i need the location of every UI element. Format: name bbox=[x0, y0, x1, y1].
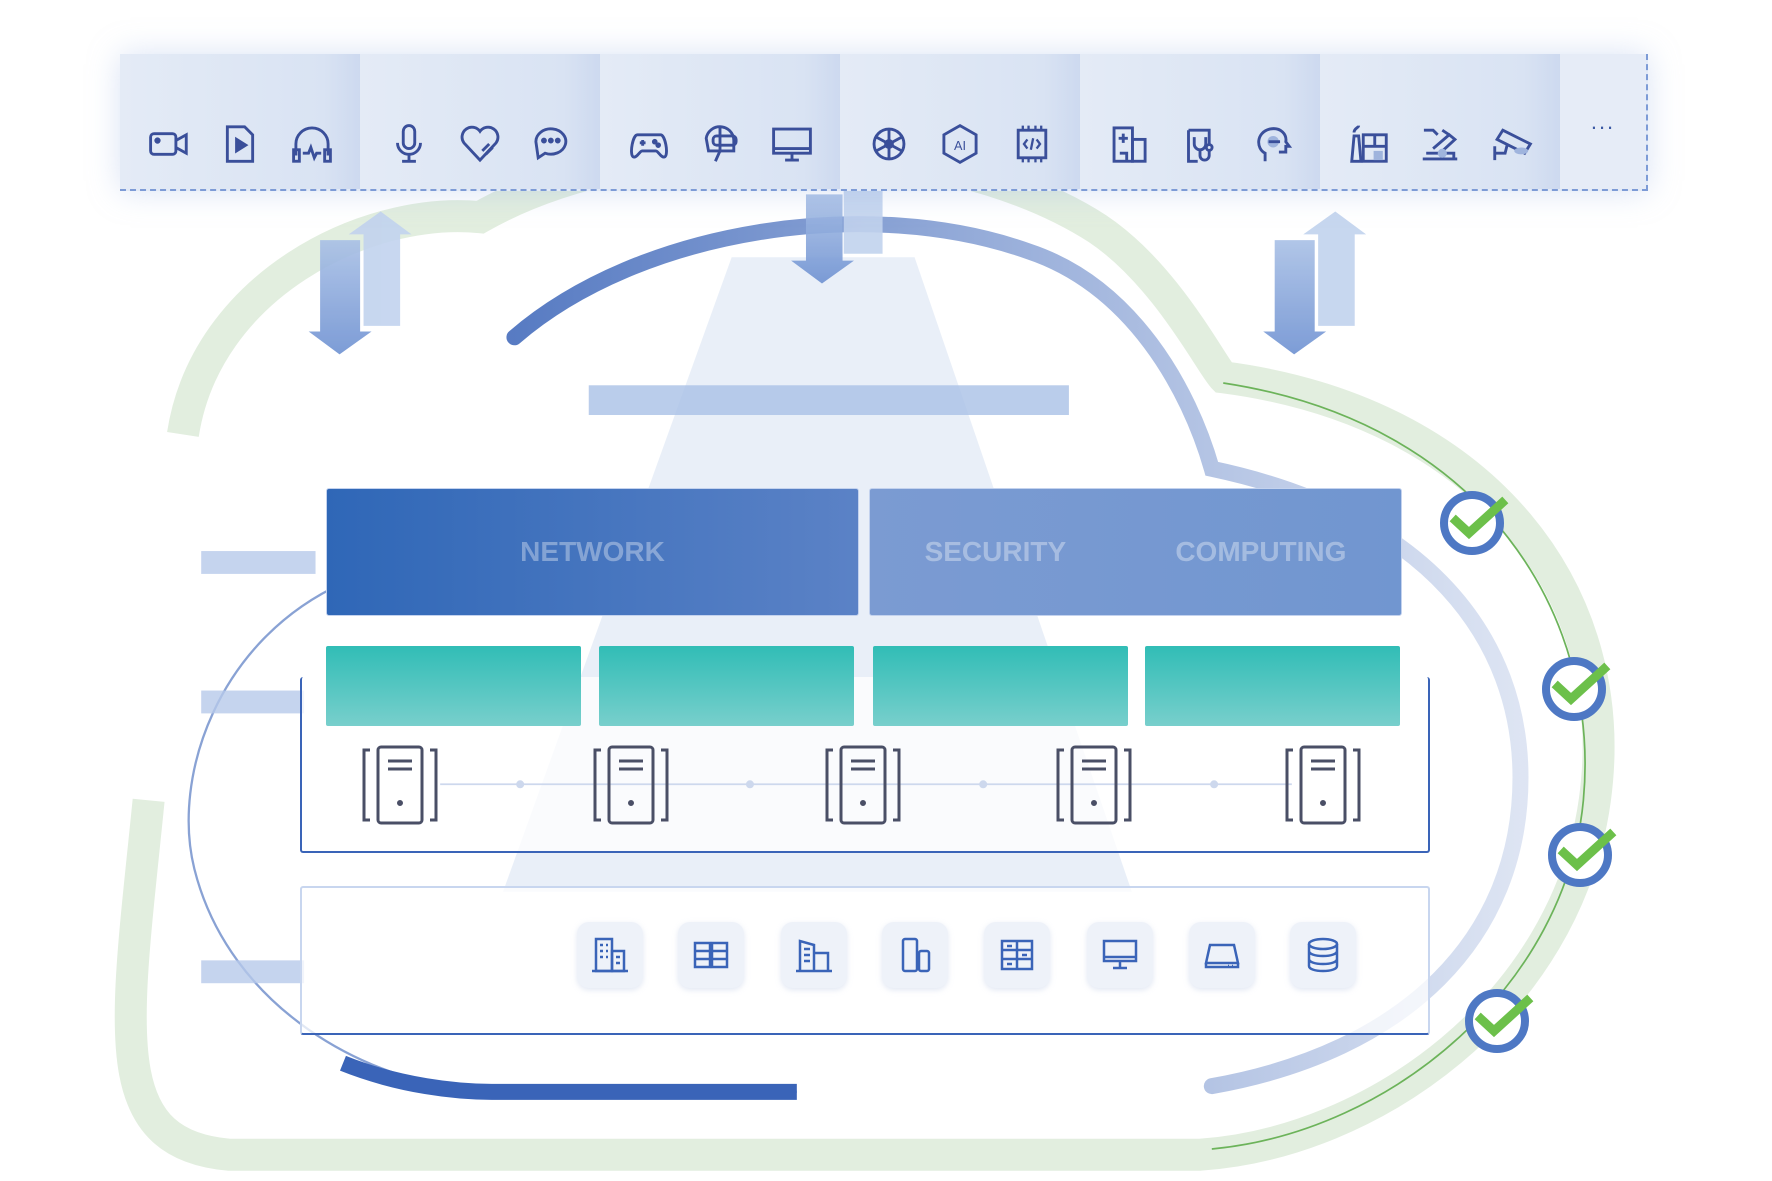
storage-array-icon bbox=[1000, 939, 1034, 971]
toolbar-group-ai: AI bbox=[840, 54, 1080, 189]
arrow-left bbox=[308, 211, 412, 355]
video-file-icon[interactable] bbox=[217, 121, 263, 167]
device-tile bbox=[577, 922, 643, 988]
server-icon bbox=[593, 745, 669, 825]
toolbar-group-healthcare bbox=[1080, 54, 1320, 189]
svg-text:AI: AI bbox=[954, 139, 966, 153]
teal-block-1 bbox=[326, 646, 581, 726]
security-label: SECURITY bbox=[924, 536, 1067, 567]
checkmark-icon bbox=[1548, 823, 1617, 887]
chat-bubbles-icon[interactable] bbox=[529, 121, 575, 167]
vr-headset-icon[interactable] bbox=[697, 121, 743, 167]
office-building-icon bbox=[796, 939, 832, 973]
desktop-icon bbox=[1102, 939, 1138, 970]
teal-block-3 bbox=[873, 646, 1128, 726]
hospital-icon[interactable] bbox=[1106, 121, 1152, 167]
server-rack-icon bbox=[693, 941, 729, 969]
more-label: ... bbox=[1590, 108, 1616, 134]
robot-arm-icon[interactable] bbox=[1417, 121, 1463, 167]
network-layer: NETWORK bbox=[326, 488, 859, 616]
device-tile bbox=[1189, 922, 1255, 988]
surveillance-camera-icon[interactable] bbox=[1489, 121, 1535, 167]
device-tile bbox=[781, 922, 847, 988]
heart-handshake-icon[interactable] bbox=[457, 121, 503, 167]
green-ring-line bbox=[1211, 382, 1586, 1150]
brain-chip-icon[interactable] bbox=[866, 121, 912, 167]
application-toolbar: AI ... bbox=[120, 54, 1648, 191]
server-icon bbox=[825, 745, 901, 825]
network-label: NETWORK bbox=[520, 536, 665, 567]
device-tile bbox=[984, 922, 1050, 988]
gamepad-icon[interactable] bbox=[626, 121, 672, 167]
microphone-icon[interactable] bbox=[386, 121, 432, 167]
server-icon bbox=[1285, 745, 1361, 825]
building-icon bbox=[592, 937, 628, 973]
toolbar-group-communication bbox=[360, 54, 600, 189]
toolbar-group-industry bbox=[1320, 54, 1560, 189]
monitor-icon[interactable] bbox=[769, 121, 815, 167]
toolbar-group-media bbox=[120, 54, 360, 189]
headphones-audio-icon[interactable] bbox=[289, 121, 335, 167]
server-icon bbox=[362, 745, 438, 825]
database-icon bbox=[1307, 937, 1339, 973]
toolbar-group-entertainment bbox=[600, 54, 840, 189]
video-camera-icon[interactable] bbox=[146, 121, 192, 167]
arrow-right bbox=[1263, 211, 1367, 355]
disk-drive-icon bbox=[1204, 943, 1240, 969]
device-tile bbox=[678, 922, 744, 988]
teal-block-2 bbox=[599, 646, 854, 726]
teal-block-4 bbox=[1145, 646, 1400, 726]
code-chip-icon[interactable] bbox=[1009, 121, 1055, 167]
device-tile bbox=[882, 922, 948, 988]
device-tile bbox=[1290, 922, 1356, 988]
more-button[interactable]: ... bbox=[1560, 54, 1646, 189]
medical-clipboard-icon[interactable] bbox=[1177, 121, 1223, 167]
green-cloud-ring bbox=[114, 134, 1615, 1171]
server-icon bbox=[1056, 745, 1132, 825]
factory-icon[interactable] bbox=[1346, 121, 1392, 167]
mind-head-icon[interactable] bbox=[1249, 121, 1295, 167]
device-container bbox=[300, 886, 1430, 1035]
mobile-device-icon bbox=[901, 937, 931, 973]
device-tile bbox=[1087, 922, 1153, 988]
checkmark-icon bbox=[1465, 989, 1534, 1053]
ai-hexagon-icon[interactable]: AI bbox=[937, 121, 983, 167]
security-computing-layer: SECURITY COMPUTING bbox=[869, 488, 1402, 616]
checkmark-icon bbox=[1542, 657, 1611, 721]
checkmark-icon bbox=[1440, 491, 1509, 555]
computing-label: COMPUTING bbox=[1175, 536, 1347, 567]
